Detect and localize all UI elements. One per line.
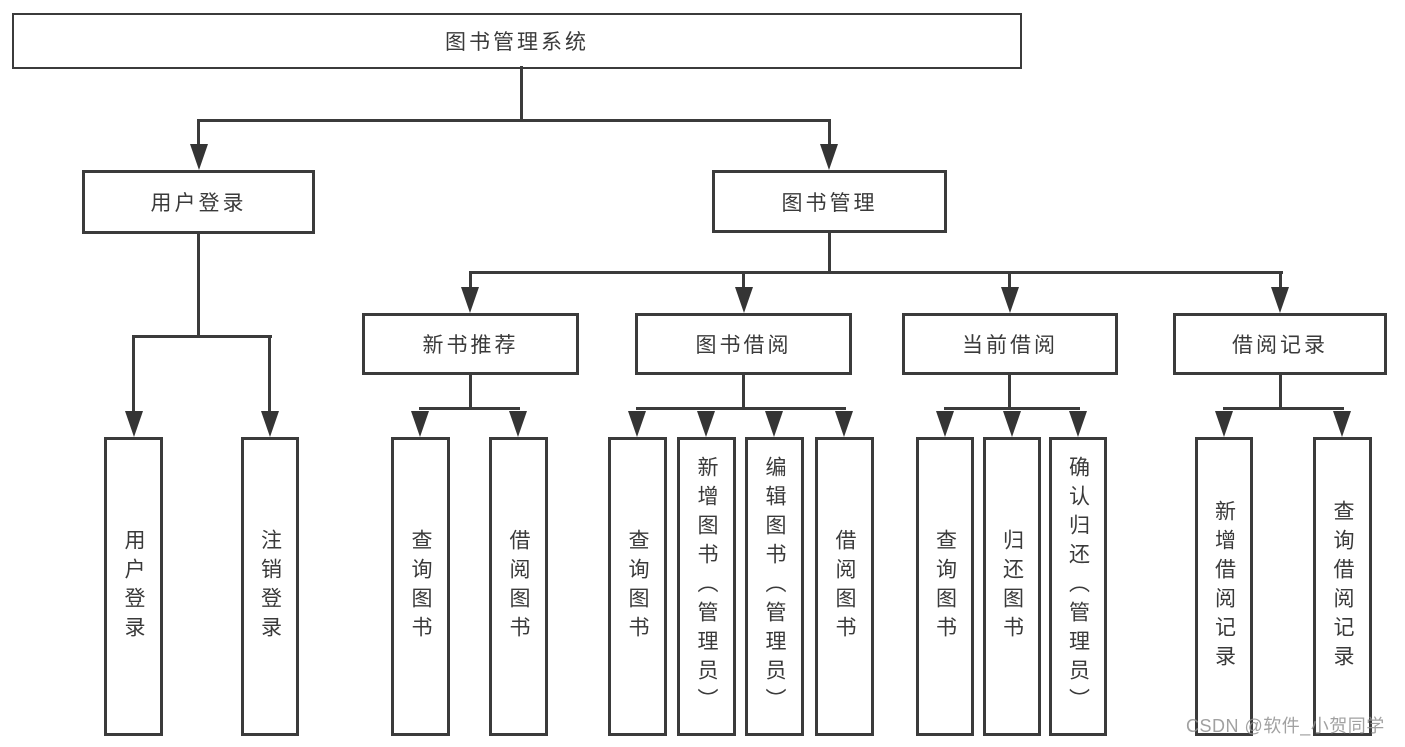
- node-label: 查询借阅记录: [1331, 499, 1354, 674]
- node-label: 编辑图书（管理员）: [763, 456, 786, 717]
- connector-book-mgmt-bar: [469, 271, 1283, 274]
- connector-stem: [1008, 374, 1011, 410]
- arrowhead-down: [1333, 411, 1351, 437]
- connector-bar: [419, 407, 520, 410]
- connector-user-login-stem: [197, 233, 200, 338]
- arrowhead-down: [628, 411, 646, 437]
- node-label: 新增借阅记录: [1212, 499, 1236, 674]
- connector-drop: [1279, 271, 1282, 291]
- node-logout-action: 注销登录: [241, 437, 299, 736]
- csdn-watermark: CSDN @软件_小贺同学: [1186, 716, 1385, 736]
- connector-stem: [1279, 374, 1282, 410]
- arrowhead-down: [1001, 287, 1019, 313]
- arrowhead-down: [735, 287, 753, 313]
- arrowhead-down: [1069, 411, 1087, 437]
- connector-drop: [1008, 271, 1011, 291]
- connector-root-bar: [198, 119, 831, 122]
- node-book-management: 图书管理: [712, 170, 947, 233]
- arrowhead-down: [261, 411, 279, 437]
- arrowhead-down: [820, 144, 838, 170]
- connector-bar: [944, 407, 1080, 410]
- node-label: 用户登录: [122, 528, 145, 645]
- node-label: 用户登录: [150, 192, 247, 215]
- connector-drop: [742, 271, 745, 291]
- node-book-borrowing: 图书借阅: [635, 313, 852, 375]
- arrowhead-down: [411, 411, 429, 437]
- connector-stem: [469, 374, 472, 410]
- node-borrowing-records: 借阅记录: [1173, 313, 1387, 375]
- arrowhead-down: [936, 411, 954, 437]
- node-label: 图书借阅: [695, 334, 792, 357]
- connector-root-stem: [520, 66, 523, 121]
- node-book-management-system: 图书管理系统: [12, 13, 1022, 69]
- node-current-borrowing: 当前借阅: [902, 313, 1118, 375]
- connector-drop: [197, 119, 200, 149]
- arrowhead-down: [697, 411, 715, 437]
- node-new-book-recommendation: 新书推荐: [362, 313, 579, 375]
- node-label: 注销登录: [258, 528, 282, 645]
- node-label: 图书管理: [781, 191, 878, 215]
- node-label: 新书推荐: [422, 334, 519, 357]
- node-label: 确认归还（管理员）: [1066, 456, 1090, 717]
- node-label: 查询图书: [933, 528, 957, 645]
- node-user-login: 用户登录: [82, 170, 315, 234]
- node-confirm-return-admin: 确认归还（管理员）: [1049, 437, 1107, 736]
- node-label: 借阅记录: [1232, 334, 1328, 357]
- connector-drop: [268, 335, 271, 415]
- arrowhead-down: [461, 287, 479, 313]
- node-label: 查询图书: [626, 528, 649, 645]
- connector-user-login-bar: [132, 335, 272, 338]
- connector-bar: [1223, 407, 1344, 410]
- connector-drop: [469, 271, 472, 291]
- arrowhead-down: [190, 144, 208, 170]
- connector-drop: [132, 335, 135, 415]
- connector-bar: [636, 407, 846, 410]
- arrowhead-down: [125, 411, 143, 437]
- node-query-books-borrowing: 查询图书: [608, 437, 667, 736]
- arrowhead-down: [835, 411, 853, 437]
- node-label: 归还图书: [1000, 528, 1024, 645]
- node-user-login-action: 用户登录: [104, 437, 163, 736]
- arrowhead-down: [509, 411, 527, 437]
- node-add-books-admin: 新增图书（管理员）: [677, 437, 736, 736]
- node-edit-books-admin: 编辑图书（管理员）: [745, 437, 804, 736]
- arrowhead-down: [1271, 287, 1289, 313]
- node-query-books-current: 查询图书: [916, 437, 974, 736]
- node-label: 查询图书: [409, 528, 432, 645]
- node-label: 当前借阅: [962, 334, 1058, 357]
- node-label: 借阅图书: [833, 528, 856, 645]
- arrowhead-down: [1003, 411, 1021, 437]
- connector-book-mgmt-stem: [828, 232, 831, 274]
- node-label: 借阅图书: [507, 528, 530, 645]
- arrowhead-down: [765, 411, 783, 437]
- node-query-borrow-record: 查询借阅记录: [1313, 437, 1372, 736]
- connector-stem: [742, 374, 745, 410]
- node-borrow-books-borrowing: 借阅图书: [815, 437, 874, 736]
- node-borrow-books-recommend: 借阅图书: [489, 437, 548, 736]
- node-label: 新增图书（管理员）: [695, 456, 718, 717]
- node-return-books: 归还图书: [983, 437, 1041, 736]
- node-query-books-recommend: 查询图书: [391, 437, 450, 736]
- arrowhead-down: [1215, 411, 1233, 437]
- node-label: 图书管理系统: [445, 31, 589, 54]
- node-add-borrow-record: 新增借阅记录: [1195, 437, 1253, 736]
- connector-drop: [828, 119, 831, 149]
